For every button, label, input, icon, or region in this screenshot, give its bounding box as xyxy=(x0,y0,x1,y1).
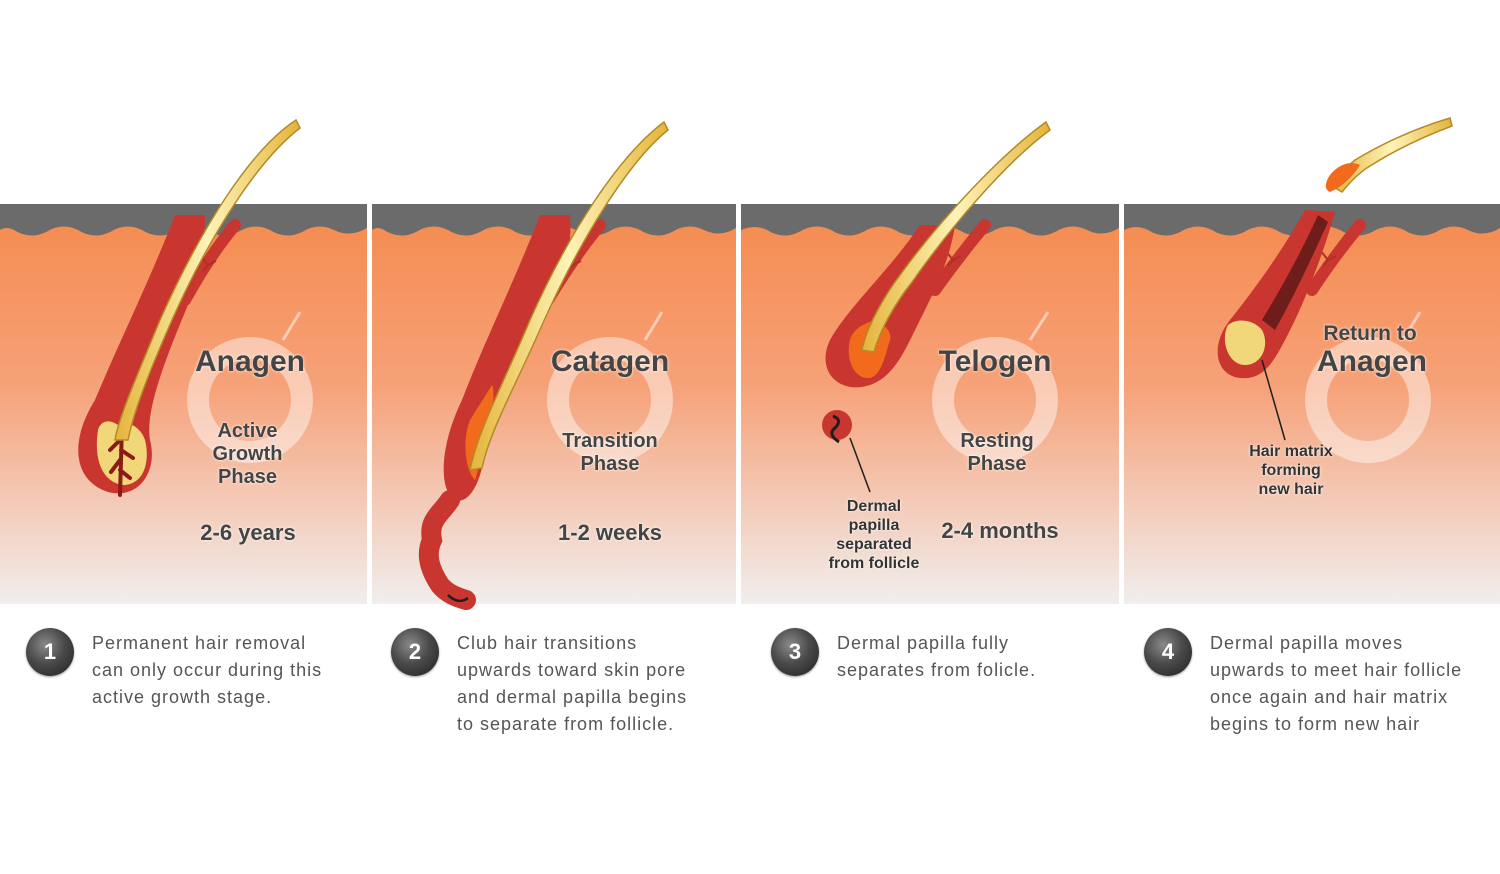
hair-shaft xyxy=(469,120,669,471)
callout-line xyxy=(849,437,871,493)
callout-line-text: new hair xyxy=(1258,481,1324,498)
panel-1-subtitle-line: Growth xyxy=(212,443,283,465)
step-description: Dermal papilla moves upwards to meet hai… xyxy=(1210,630,1462,738)
panel-return-to-anagen xyxy=(1124,117,1500,604)
panel-3-subtitle: Resting Phase xyxy=(932,430,1062,476)
panel-2-subtitle-line: Transition xyxy=(562,430,658,452)
callout-line-text: from follicle xyxy=(828,555,920,572)
phase-ring xyxy=(187,337,313,463)
hair-shaft xyxy=(114,118,301,441)
callout-line-text: separated xyxy=(836,536,912,553)
callout-line-text: Hair matrix xyxy=(1249,443,1333,460)
step-number-badge: 1 xyxy=(26,628,74,676)
step-number-badge: 2 xyxy=(391,628,439,676)
callout-line-text: forming xyxy=(1261,462,1321,479)
panel-4-title-prefix: Return to xyxy=(1323,322,1417,345)
step-line: once again and hair matrix xyxy=(1210,687,1449,707)
club-hair-root xyxy=(465,385,494,480)
step-description: Club hair transitions upwards toward ski… xyxy=(457,630,687,738)
step-line: and dermal papilla begins xyxy=(457,687,688,707)
panel-3-duration: 2-4 months xyxy=(941,518,1059,543)
hair-matrix xyxy=(1224,320,1266,365)
panel-4-callout: Hair matrix forming new hair xyxy=(1236,442,1346,499)
panel-3-subtitle-line: Phase xyxy=(967,453,1027,475)
step-line: Club hair transitions xyxy=(457,633,638,653)
step-number-badge: 3 xyxy=(771,628,819,676)
nerve-icon xyxy=(1319,249,1337,267)
old-hair-root xyxy=(1262,215,1328,330)
step-description: Permanent hair removal can only occur du… xyxy=(92,630,322,711)
shed-hair xyxy=(1330,117,1453,193)
panel-telogen xyxy=(741,120,1119,604)
step-line: Permanent hair removal xyxy=(92,633,307,653)
panel-2-duration: 1-2 weeks xyxy=(558,520,662,545)
callout-line xyxy=(1261,359,1286,441)
step-line: upwards to meet hair follicle xyxy=(1210,660,1463,680)
hair-shaft xyxy=(861,120,1051,353)
step-line: active growth stage. xyxy=(92,687,273,707)
panel-3-callout: Dermal papilla separated from follicle xyxy=(815,497,933,573)
dermal-papilla xyxy=(108,423,135,497)
step-line: Dermal papilla moves xyxy=(1210,633,1404,653)
panel-1-duration: 2-6 years xyxy=(200,520,296,545)
panel-3-title: Telogen xyxy=(938,345,1052,378)
step-description: Dermal papilla fully separates from foli… xyxy=(837,630,1036,684)
panel-1-subtitle-line: Phase xyxy=(218,466,277,488)
panel-catagen xyxy=(372,120,736,610)
panel-2-subtitle-line: Phase xyxy=(580,453,640,475)
step-line: Dermal papilla fully xyxy=(837,633,1010,653)
panel-1-subtitle-line: Active xyxy=(217,420,278,442)
panel-3-subtitle-line: Resting xyxy=(960,430,1034,452)
panel-2-title: Catagen xyxy=(550,345,670,378)
separating-papilla xyxy=(418,490,476,610)
panel-1-subtitle: Active Growth Phase xyxy=(185,420,310,489)
step-line: separates from folicle. xyxy=(837,660,1037,680)
panel-2-subtitle: Transition Phase xyxy=(545,430,675,476)
panel-4-title: Anagen xyxy=(1316,345,1427,378)
phase-ring xyxy=(547,337,673,463)
step-line: upwards toward skin pore xyxy=(457,660,687,680)
phase-ring xyxy=(1305,337,1431,463)
step-line: can only occur during this xyxy=(92,660,323,680)
panel-anagen xyxy=(0,118,367,604)
step-line: to separate from follicle. xyxy=(457,714,675,734)
step-line: begins to form new hair xyxy=(1210,714,1421,734)
epidermis-layer xyxy=(741,204,1119,236)
panel-1-title: Anagen xyxy=(194,345,305,378)
shed-hair-root xyxy=(1325,163,1360,192)
callout-line-text: Dermal xyxy=(846,498,902,515)
step-number-badge: 4 xyxy=(1144,628,1192,676)
phase-ring xyxy=(932,337,1058,463)
callout-line-text: papilla xyxy=(848,517,900,534)
